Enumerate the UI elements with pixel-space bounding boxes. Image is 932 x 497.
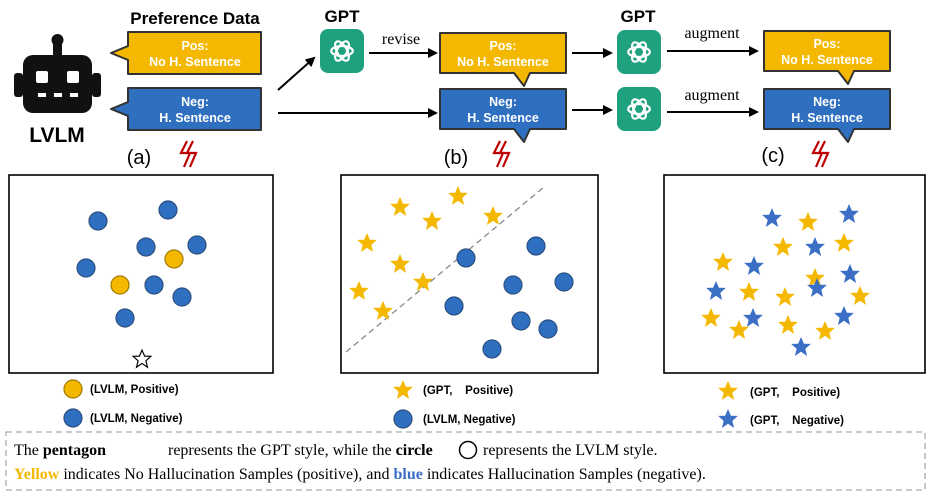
neg-circle (511, 311, 531, 331)
lvlm-label: LVLM (29, 124, 85, 147)
gpt-label-1: GPT (325, 7, 361, 26)
pos-circle (164, 249, 184, 269)
pos-bubble-left: Pos: No H. Sentence (110, 31, 262, 75)
caption-line-2: Yellow indicates No Hallucination Sample… (14, 466, 706, 483)
neg-circle (115, 308, 135, 328)
panel-a-points (76, 200, 207, 328)
neg-circle (456, 248, 476, 268)
gpt-logo-icon (617, 87, 661, 131)
neg-bubble-middle: Neg: H. Sentence (439, 88, 567, 143)
svg-text:No H. Sentence: No H. Sentence (781, 53, 873, 67)
svg-text:represents the GPT style, whil: represents the GPT style, while the circ… (164, 442, 433, 459)
zigzag-icon (492, 140, 511, 168)
zigzag-icon (179, 140, 198, 168)
panel-c-box (663, 174, 926, 374)
arrow-to-gpt (277, 56, 316, 91)
neg-circle (172, 287, 192, 307)
neg-circle (444, 296, 464, 316)
panel-label-c: (c) (761, 145, 784, 167)
augment-label-2: augment (684, 87, 740, 104)
caption-line-1: The pentagon (14, 442, 106, 459)
neg-circle (76, 258, 96, 278)
neg-circle (136, 237, 156, 257)
neg-circle (144, 275, 164, 295)
gpt-logo-icon (320, 29, 364, 73)
legend-b: (GPT, Positive) (LVLM, Negative) (393, 380, 516, 429)
circle-icon (458, 440, 478, 460)
robot-icon (14, 34, 101, 113)
svg-text:No H. Sentence: No H. Sentence (457, 55, 549, 69)
neg-circle (526, 236, 546, 256)
svg-text:(LVLM, Negative): (LVLM, Negative) (423, 414, 516, 426)
svg-text:Pos:: Pos: (181, 39, 208, 53)
svg-text:Neg:: Neg: (813, 95, 841, 109)
neg-bubble-left: Neg: H. Sentence (110, 87, 262, 131)
svg-text:Pos:: Pos: (813, 37, 840, 51)
preference-title: Preference Data (130, 9, 260, 28)
legend-c: (GPT, Positive) (GPT, Negative) (718, 381, 844, 428)
decision-boundary (345, 186, 545, 353)
neg-circle (554, 272, 574, 292)
neg-circle (187, 235, 207, 255)
svg-text:Neg:: Neg: (489, 95, 517, 109)
augment-label-1: augment (684, 25, 740, 42)
panel-b-box (340, 174, 599, 374)
svg-text:H. Sentence: H. Sentence (791, 111, 863, 125)
gpt-logo-icon (617, 30, 661, 74)
svg-text:(LVLM, Positive): (LVLM, Positive) (90, 384, 179, 396)
panel-a-box (8, 174, 274, 374)
zigzag-icon (811, 140, 830, 168)
pos-bubble-right: Pos: No H. Sentence (763, 30, 891, 85)
neg-circle (538, 319, 558, 339)
neg-circle (503, 275, 523, 295)
svg-text:Pos:: Pos: (489, 39, 516, 53)
svg-text:H. Sentence: H. Sentence (159, 111, 231, 125)
legend-a: (LVLM, Positive) (LVLM, Negative) (63, 379, 183, 428)
pos-circle (110, 275, 130, 295)
svg-text:Neg:: Neg: (181, 95, 209, 109)
panel-label-a: (a) (127, 147, 151, 169)
neg-circle (88, 211, 108, 231)
gpt-label-2: GPT (621, 7, 657, 26)
svg-text:represents the LVLM style.: represents the LVLM style. (479, 442, 657, 459)
pos-bubble-middle: Pos: No H. Sentence (439, 32, 567, 87)
neg-circle (482, 339, 502, 359)
svg-text:H. Sentence: H. Sentence (467, 111, 539, 125)
svg-text:No H. Sentence: No H. Sentence (149, 55, 241, 69)
neg-bubble-right: Neg: H. Sentence (763, 88, 891, 143)
revise-label: revise (382, 31, 420, 48)
panel-label-b: (b) (444, 147, 468, 169)
svg-text:(GPT, Negative): (GPT, Negative) (750, 415, 844, 427)
svg-text:(GPT, Positive): (GPT, Positive) (750, 387, 840, 399)
svg-text:(GPT, Positive): (GPT, Positive) (423, 385, 513, 397)
svg-text:(LVLM, Negative): (LVLM, Negative) (90, 413, 183, 425)
panel-b-points (349, 186, 574, 359)
neg-circle (158, 200, 178, 220)
